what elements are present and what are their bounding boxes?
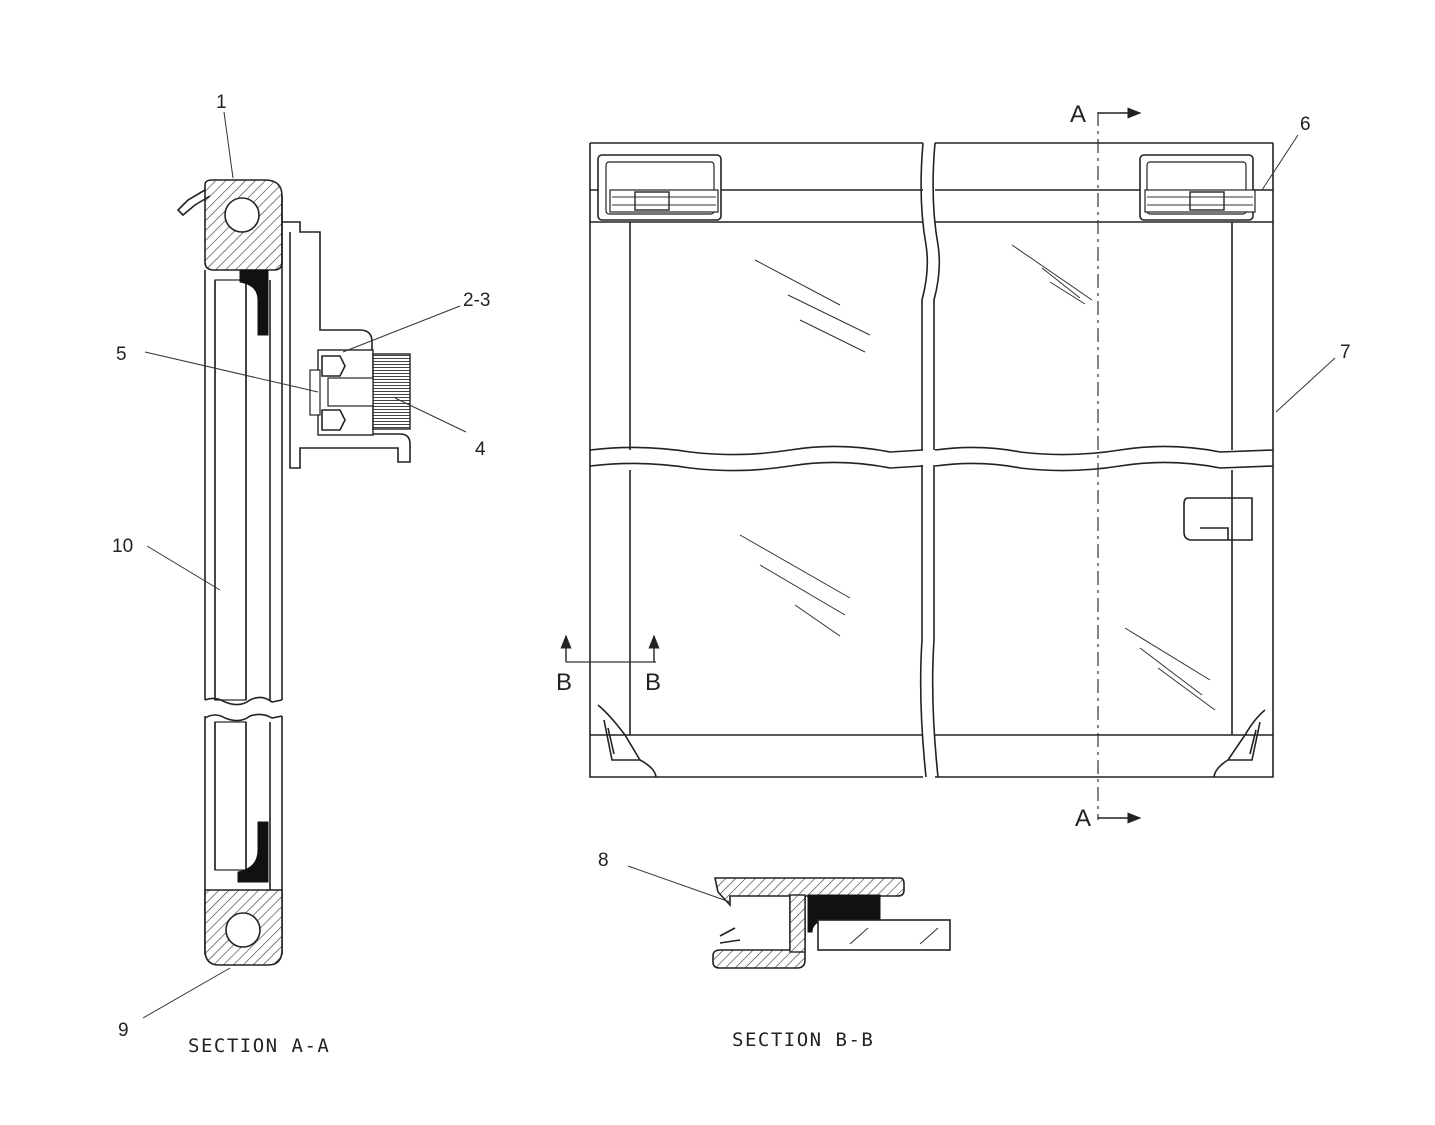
corner-bracket-right (1213, 709, 1266, 778)
glass-channel-upper (214, 279, 247, 701)
break-line-upper (204, 696, 283, 706)
callout-1: 1 (216, 92, 227, 113)
horizontal-break-lower (589, 461, 1274, 472)
latch-washer (309, 369, 321, 416)
latch-knob (372, 353, 411, 430)
horizontal-break-upper (589, 445, 1274, 456)
bottom-gasket (237, 821, 269, 883)
section-aa-view: 1 2-3 5 4 10 9 SECTION A-A (112, 92, 490, 1057)
latch-shaft (327, 377, 374, 407)
leader-7 (1275, 357, 1336, 413)
front-view: A A B B 6 7 (556, 101, 1351, 832)
top-strip (590, 189, 1273, 223)
latch-housing-left-inner (605, 161, 715, 215)
latch-housing-right-inner (1146, 161, 1247, 215)
leader-2-3 (342, 305, 461, 353)
break-line-lower (204, 713, 283, 722)
callout-6: 6 (1300, 114, 1311, 135)
latch-block-left (634, 191, 670, 211)
leader-10 (146, 545, 221, 591)
caption-section-bb: SECTION B-B (732, 1029, 874, 1051)
vertical-break-left (919, 142, 929, 778)
callout-8: 8 (598, 850, 609, 871)
side-tab (1183, 497, 1253, 541)
latch-lines-left (612, 196, 716, 206)
callout-2-3: 2-3 (463, 290, 490, 311)
inner-verticals (629, 222, 1233, 735)
latch-nut-upper (321, 355, 346, 377)
bottom-hinge-pin (225, 912, 261, 948)
leader-9 (142, 967, 231, 1019)
channel-inner-web (789, 894, 806, 953)
glare-lower-left (739, 534, 851, 637)
leader-6 (1261, 134, 1299, 191)
latch-block-right (1189, 191, 1225, 211)
glass-channel-lower (214, 721, 247, 871)
vertical-break-right (931, 142, 941, 778)
caption-section-aa: SECTION A-A (188, 1035, 330, 1057)
callout-5: 5 (116, 344, 127, 365)
corner-bracket-left (597, 704, 657, 778)
callout-4: 4 (475, 439, 486, 460)
top-gasket (239, 269, 269, 336)
latch-lines-right (1147, 196, 1253, 206)
channel-lip (719, 927, 741, 944)
section-mark-a-bottom: A (1075, 805, 1091, 832)
callout-9: 9 (118, 1020, 129, 1041)
glare-upper-left (754, 259, 871, 353)
leader-5 (144, 351, 319, 393)
callout-10: 10 (112, 536, 133, 557)
bb-glass (817, 919, 951, 951)
leader-4 (394, 397, 467, 433)
latch-nut-lower (321, 409, 346, 431)
bb-glass-glare (849, 927, 939, 945)
section-mark-a-top: A (1070, 101, 1086, 128)
top-hinge-pin (224, 197, 260, 233)
section-mark-b-left: B (556, 669, 572, 696)
glare-lower-right (1124, 627, 1216, 711)
callout-7: 7 (1340, 342, 1351, 363)
leader-1 (223, 111, 234, 179)
leader-8 (627, 865, 731, 903)
top-hook-lip (176, 189, 211, 217)
section-bb-view: 8 SECTION B-B (598, 850, 951, 1051)
outer-frame (589, 142, 1274, 778)
section-mark-b-right: B (645, 669, 661, 696)
glare-upper-right (1011, 244, 1093, 305)
